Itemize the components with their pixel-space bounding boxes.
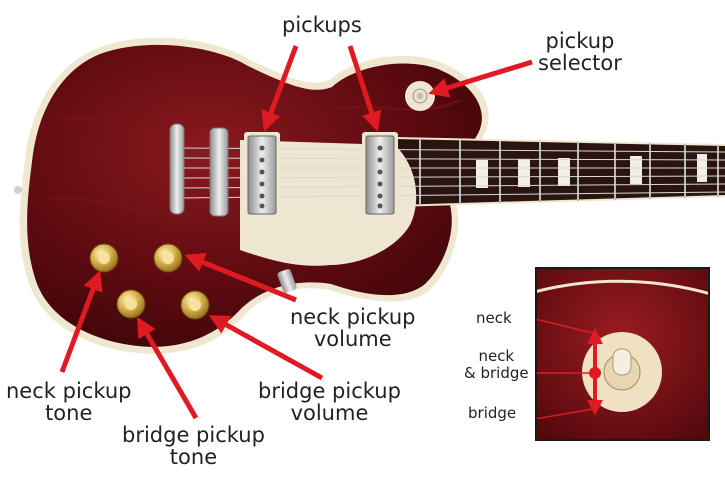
bridge-pickup: [244, 132, 280, 218]
neck-tone-knob: [89, 243, 119, 273]
inset-label-neck-bridge-line2: & bridge: [464, 364, 529, 382]
inset-label-neck-bridge-line1: neck: [478, 347, 515, 365]
label-neck-pickup-tone-line2: tone: [45, 401, 93, 425]
label-neck-pickup-tone: neck pickup tone: [6, 380, 131, 424]
bridge-volume-knob: [180, 290, 210, 320]
label-bridge-pickup-volume: bridge pickup volume: [258, 380, 401, 424]
label-bridge-pickup-tone-line2: tone: [169, 445, 218, 469]
label-pickup-selector-line2: selector: [538, 51, 622, 75]
label-neck-pickup-volume-line2: volume: [313, 327, 392, 351]
pickup-selector-switch: [405, 81, 435, 111]
label-neck-pickup-tone-line1: neck pickup: [6, 379, 132, 403]
label-pickups-text: pickups: [282, 13, 362, 37]
arrow-bridge-volume: [208, 315, 324, 381]
selector-inset-image: [537, 269, 708, 439]
arrow-pickups-right: [347, 45, 382, 132]
label-bridge-pickup-tone: bridge pickup tone: [122, 424, 265, 468]
label-pickups: pickups: [282, 14, 362, 36]
arrow-neck-tone: [59, 270, 103, 373]
arrow-pickup-selector: [428, 59, 533, 98]
inset-label-neck-text: neck: [476, 309, 512, 327]
inset-label-neck-bridge: neck & bridge: [464, 348, 529, 382]
arrow-bridge-tone: [136, 316, 199, 420]
bridge-tone-knob: [116, 289, 146, 319]
arrow-pickups-left: [261, 45, 299, 132]
bridge: [209, 127, 229, 217]
inset-label-bridge-text: bridge: [468, 404, 517, 422]
arrow-neck-volume: [184, 252, 297, 303]
output-jack: [277, 269, 297, 293]
inset-label-bridge: bridge: [468, 405, 516, 422]
label-bridge-pickup-tone-line1: bridge pickup: [122, 423, 265, 447]
label-neck-pickup-volume-line1: neck pickup: [290, 305, 416, 329]
label-bridge-pickup-volume-line2: volume: [290, 401, 369, 425]
selector-inset: [535, 267, 710, 441]
label-pickup-selector: pickup selector: [538, 30, 622, 74]
fret-wires: [419, 139, 719, 205]
guitar-neck: [394, 137, 725, 207]
label-neck-pickup-volume: neck pickup volume: [290, 306, 415, 350]
inset-label-neck: neck: [476, 310, 512, 327]
label-pickup-selector-line1: pickup: [545, 29, 615, 53]
annotation-arrows: [59, 45, 533, 420]
label-bridge-pickup-volume-line1: bridge pickup: [258, 379, 401, 403]
neck-pickup: [362, 132, 398, 218]
neck-volume-knob: [153, 243, 183, 273]
tailpiece: [169, 123, 185, 215]
selector-center-dot: [589, 367, 601, 379]
selector-toggle: [612, 348, 632, 376]
